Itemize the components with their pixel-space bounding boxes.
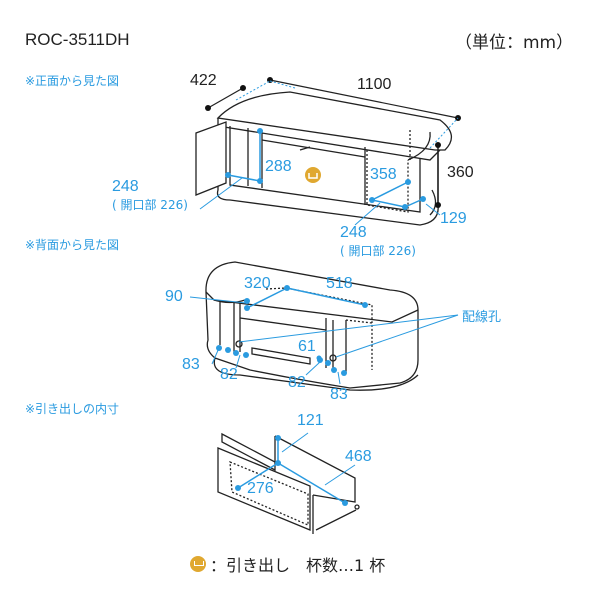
cable-hole-label: 配線孔 bbox=[462, 310, 502, 325]
legend: ：引き出し 杯数…1 杯 bbox=[190, 552, 385, 576]
drawer-drawing bbox=[217, 432, 360, 534]
section-front-label: ※正面から見た図 bbox=[25, 74, 120, 88]
drawer-dimensions bbox=[235, 432, 356, 506]
dim-right-depth: 248 bbox=[340, 224, 367, 241]
dim-left-height: 288 bbox=[265, 158, 292, 175]
front-view-dimensions bbox=[199, 77, 461, 226]
section-back-label: ※背面から見た図 bbox=[25, 238, 120, 252]
dim-depth: 422 bbox=[190, 72, 217, 89]
dim-right-width: 129 bbox=[440, 210, 467, 227]
front-view-drawing bbox=[195, 91, 452, 226]
drawer-icon bbox=[305, 167, 321, 183]
dim-height: 360 bbox=[447, 164, 474, 181]
section-drawer-label: ※引き出しの内寸 bbox=[25, 402, 120, 416]
dim-320: 320 bbox=[244, 275, 271, 292]
dim-61: 61 bbox=[298, 338, 316, 355]
drawer-icon bbox=[190, 556, 206, 572]
back-view-dimensions bbox=[189, 285, 459, 385]
dim-82-left: 82 bbox=[220, 366, 238, 383]
dim-left-depth: 248 bbox=[112, 178, 139, 195]
legend-label: ：引き出し 杯数…1 杯 bbox=[210, 556, 386, 575]
model-name: ROC-3511DH bbox=[25, 30, 130, 49]
dim-left-opening: ( 開口部 226) bbox=[112, 198, 188, 212]
dim-82-right: 82 bbox=[288, 374, 306, 391]
dim-width: 1100 bbox=[357, 76, 392, 93]
dim-83-left: 83 bbox=[182, 356, 200, 373]
dim-right-height: 358 bbox=[370, 166, 397, 183]
dim-83-right: 83 bbox=[330, 386, 348, 403]
dim-drawer-depth: 468 bbox=[345, 448, 372, 465]
dim-right-opening: ( 開口部 226) bbox=[340, 244, 416, 258]
back-view-drawing bbox=[205, 261, 419, 391]
dim-90: 90 bbox=[165, 288, 183, 305]
dim-drawer-height: 121 bbox=[297, 412, 324, 429]
dim-drawer-width: 276 bbox=[247, 480, 274, 497]
unit-label: （単位：mm） bbox=[455, 33, 574, 53]
dim-518: 518 bbox=[326, 275, 353, 292]
